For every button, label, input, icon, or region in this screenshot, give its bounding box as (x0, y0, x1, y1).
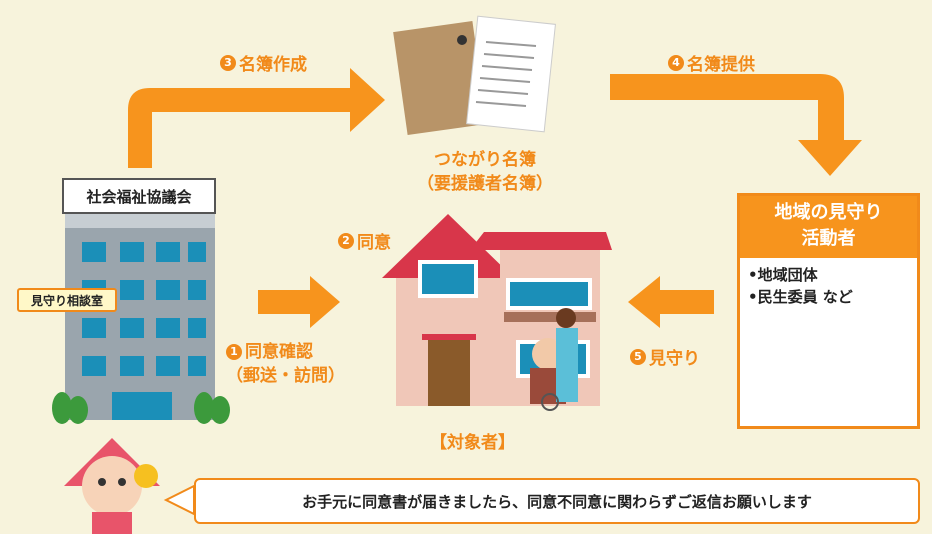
step-5-text: 見守り (649, 349, 700, 369)
activity-box: 地域の見守り 活動者 •地域団体 •民生委員 など (737, 193, 920, 429)
step-4-text: 名簿提供 (687, 55, 755, 75)
arrow-watching (628, 276, 714, 328)
footer-message: お手元に同意書が届きましたら、同意不同意に関わらずご返信お願いします (194, 478, 920, 524)
step-2-number: 2 (338, 232, 354, 249)
house-icon (382, 214, 612, 411)
step-3-text: 名簿作成 (239, 55, 307, 75)
activity-item: •民生委員 など (748, 288, 853, 306)
step-5-number: 5 (630, 348, 646, 365)
step-1-number: 1 (226, 344, 242, 360)
activity-title-line1: 地域の見守り (774, 202, 883, 223)
council-building-icon (52, 214, 230, 424)
arrow-name-creation (128, 68, 385, 168)
step-5-label: 5 見守り (630, 344, 700, 369)
register-label: つながり名簿 （要援護者名簿） (400, 148, 570, 196)
council-sign: 社会福祉協議会 (62, 178, 216, 214)
target-label: 【対象者】 (430, 433, 515, 453)
register-name: つながり名簿 (434, 150, 536, 170)
activity-item: •地域団体 (748, 266, 818, 284)
step-4-label: 4 名簿提供 (668, 50, 755, 75)
activity-header: 地域の見守り 活動者 (740, 196, 917, 258)
step-2-text: 同意 (357, 233, 391, 253)
step-4-number: 4 (668, 54, 684, 71)
step-3-number: 3 (220, 54, 236, 71)
activity-list: •地域団体 •民生委員 など (740, 258, 917, 308)
step-1-text: 同意確認 (245, 342, 313, 362)
register-subname: （要援護者名簿） (417, 174, 553, 194)
watch-consultation-room-label: 見守り相談室 (17, 288, 117, 312)
step-2-label: 2 同意 (338, 228, 391, 253)
arrow-name-provision (610, 74, 862, 176)
step-3-label: 3 名簿作成 (220, 50, 307, 75)
step-1-label: 1 同意確認 （郵送・訪問） (226, 340, 345, 388)
register-documents-icon (393, 15, 556, 136)
step-1-subtext: （郵送・訪問） (226, 366, 345, 386)
activity-title-line2: 活動者 (801, 228, 856, 249)
arrow-consent-check (258, 276, 340, 328)
footer-bubble-tail (163, 484, 195, 516)
mascot-icon (64, 438, 160, 534)
